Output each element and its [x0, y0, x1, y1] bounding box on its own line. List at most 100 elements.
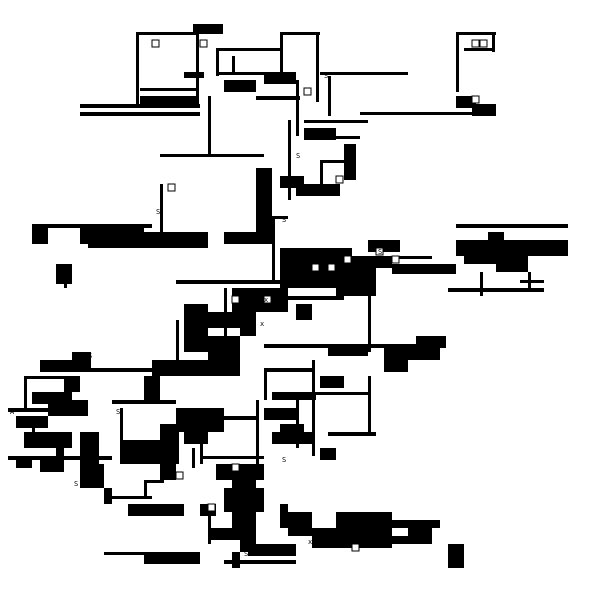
- wall-segment: [24, 432, 72, 448]
- wall-segment: [140, 88, 196, 91]
- tile-marker-icon: [471, 39, 480, 48]
- marker-a-glyph: A: [10, 408, 15, 416]
- wall-segment: [144, 480, 147, 496]
- wall-segment: [152, 360, 208, 376]
- wall-segment: [408, 528, 432, 544]
- wall-segment: [392, 264, 456, 274]
- marker-s-glyph: S: [116, 408, 120, 416]
- wall-segment: [80, 104, 200, 108]
- marker-s-glyph: S: [282, 216, 286, 224]
- tile-marker-icon: [151, 39, 160, 48]
- wall-segment: [304, 128, 336, 140]
- wall-segment: [328, 76, 331, 116]
- tile-marker-icon: [391, 255, 400, 264]
- wall-segment: [216, 48, 280, 51]
- tile-marker-icon: [471, 95, 480, 104]
- wall-segment: [464, 48, 494, 51]
- marker-s-glyph: S: [156, 208, 160, 216]
- wall-segment: [72, 352, 88, 360]
- wall-segment: [280, 176, 304, 188]
- wall-segment: [88, 232, 168, 248]
- wall-segment: [96, 432, 99, 472]
- marker-s-glyph: S: [186, 72, 190, 80]
- wall-segment: [176, 320, 179, 368]
- wall-segment: [80, 464, 104, 488]
- wall-segment: [224, 560, 296, 564]
- marker-x-glyph: x: [264, 296, 268, 304]
- tile-marker-icon: [351, 543, 360, 552]
- wall-segment: [264, 216, 288, 219]
- wall-segment: [320, 160, 323, 196]
- marker-s-glyph: S: [296, 152, 300, 160]
- wall-segment: [264, 368, 267, 400]
- wall-segment: [448, 288, 544, 292]
- wall-segment: [192, 448, 195, 468]
- wall-segment: [64, 376, 80, 392]
- wall-segment: [40, 360, 88, 372]
- wall-segment: [448, 544, 464, 568]
- wall-segment: [200, 440, 203, 464]
- tile-marker-icon: [311, 263, 320, 272]
- wall-segment: [256, 168, 272, 232]
- tile-marker-icon: [343, 255, 352, 264]
- wall-segment: [24, 376, 27, 408]
- wall-segment: [88, 352, 91, 368]
- wall-segment: [336, 512, 392, 548]
- wall-segment: [456, 32, 459, 92]
- wall-segment: [320, 72, 408, 75]
- wall-segment: [496, 256, 528, 272]
- wall-segment: [193, 24, 223, 34]
- tile-marker-icon: [375, 247, 384, 256]
- wall-segment: [344, 144, 356, 180]
- wall-segment: [232, 56, 235, 72]
- tile-marker-icon: [479, 39, 488, 48]
- wall-segment: [360, 112, 496, 115]
- wall-segment: [320, 448, 336, 460]
- wall-segment: [256, 96, 300, 100]
- wall-segment: [232, 240, 272, 243]
- wall-segment: [392, 536, 408, 544]
- wall-segment: [296, 520, 312, 536]
- wall-segment: [232, 288, 288, 312]
- wall-segment: [160, 154, 264, 157]
- wall-segment: [272, 392, 316, 400]
- wall-segment: [280, 32, 320, 35]
- wall-segment: [64, 264, 67, 288]
- marker-s-glyph: S: [324, 72, 328, 80]
- wall-segment: [272, 432, 312, 444]
- wall-segment: [320, 376, 344, 388]
- wall-segment: [288, 120, 291, 200]
- wall-segment: [264, 368, 312, 372]
- wall-segment: [296, 400, 299, 448]
- wall-segment: [432, 520, 440, 528]
- wall-segment: [184, 432, 208, 444]
- wall-segment: [312, 360, 315, 456]
- wall-segment: [316, 32, 319, 102]
- wall-segment: [224, 416, 256, 420]
- wall-segment: [296, 184, 340, 196]
- wall-segment: [176, 424, 179, 464]
- marker-s-glyph: S: [60, 264, 64, 272]
- wall-segment: [480, 272, 483, 296]
- wall-segment: [200, 456, 264, 459]
- tile-marker-icon: [303, 87, 312, 96]
- wall-segment: [80, 432, 96, 464]
- wall-segment: [104, 488, 112, 504]
- marker-x-glyph: x: [140, 438, 144, 446]
- marker-s-glyph: S: [282, 456, 286, 464]
- wall-segment: [384, 352, 408, 372]
- wall-segment: [208, 96, 211, 156]
- marker-x-glyph: x: [308, 538, 312, 546]
- wall-segment: [224, 80, 256, 92]
- wall-segment: [144, 480, 164, 483]
- wall-segment: [328, 344, 368, 356]
- wall-segment: [120, 408, 123, 440]
- wall-segment: [304, 120, 368, 123]
- wall-segment: [328, 432, 376, 436]
- wall-segment: [144, 376, 160, 400]
- wall-segment: [272, 216, 275, 280]
- wall-segment: [312, 528, 336, 548]
- wall-layer: [8, 24, 568, 568]
